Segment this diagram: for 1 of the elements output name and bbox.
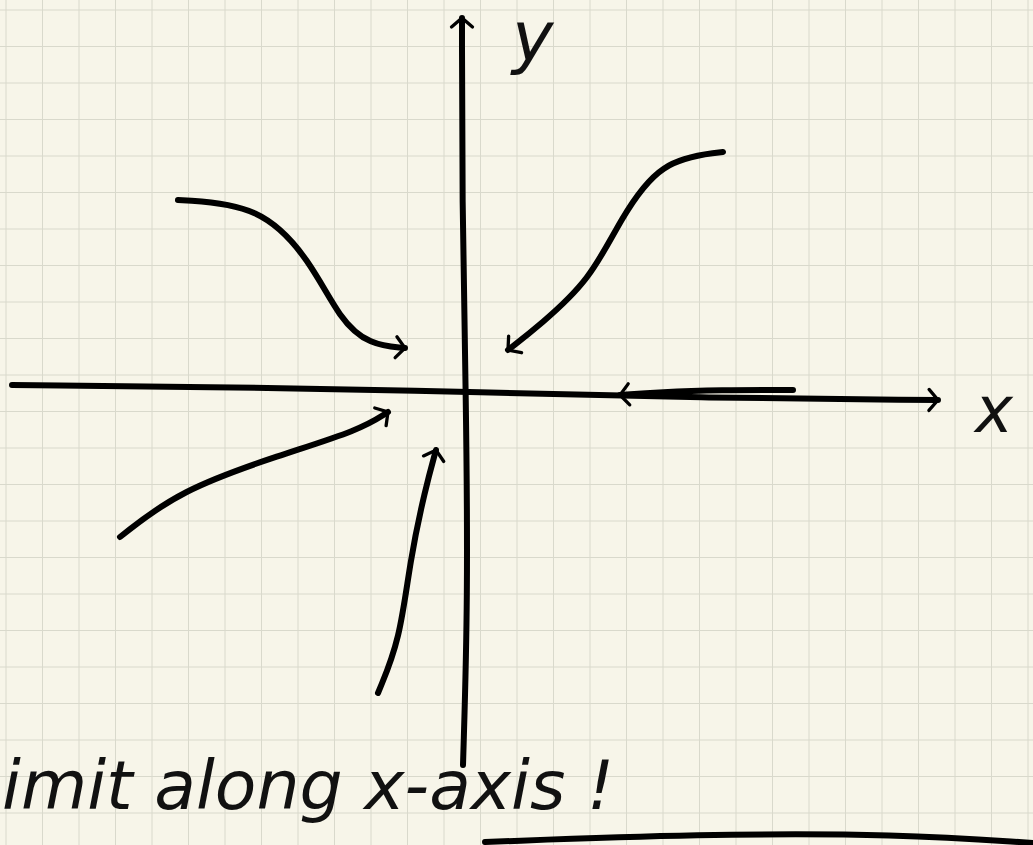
axis-label: x — [975, 378, 1013, 442]
